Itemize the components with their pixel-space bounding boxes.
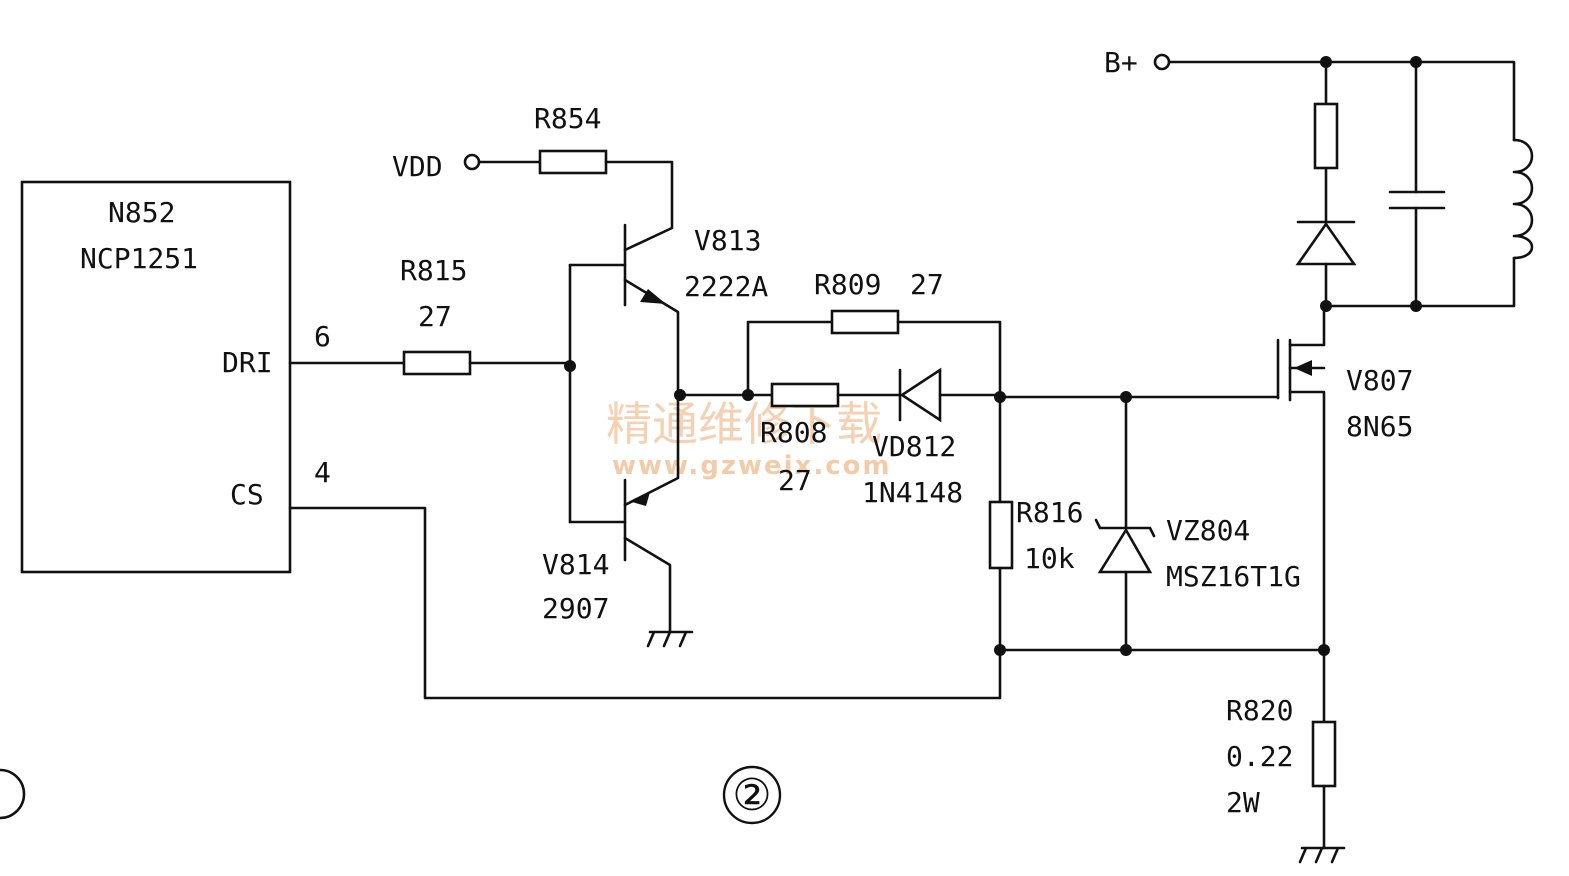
wire-drain-node xyxy=(1324,256,1516,308)
wire-r809-left xyxy=(746,320,834,397)
pin-dri-label: DRI xyxy=(222,346,273,379)
v807-part: 8N65 xyxy=(1346,410,1413,443)
resistor-r820 xyxy=(1311,720,1337,788)
wire-cs xyxy=(288,506,1002,700)
bplus-terminal xyxy=(1153,53,1171,71)
vd812-part: 1N4148 xyxy=(862,476,963,509)
r816-ref: R816 xyxy=(1016,496,1083,529)
r809-ref: R809 xyxy=(814,268,881,301)
r820-value: 0.22 xyxy=(1226,740,1293,773)
resistor-r815 xyxy=(402,350,472,376)
v813-emitter xyxy=(623,278,680,397)
pin-dri-number: 6 xyxy=(314,320,331,353)
r815-ref: R815 xyxy=(400,254,467,287)
junction-cap-bottom xyxy=(1410,300,1422,312)
resistor-r816 xyxy=(988,500,1014,570)
resistor-r809 xyxy=(830,309,900,335)
r809-value: 27 xyxy=(910,268,944,301)
watermark-text: 精通维修下载 xyxy=(606,397,882,451)
pin-cs-number: 4 xyxy=(314,456,331,489)
r816-value: 10k xyxy=(1024,542,1075,575)
v813-part: 2222A xyxy=(684,270,768,303)
v814-ref: V814 xyxy=(542,548,609,581)
junction-r816-bottom xyxy=(994,644,1006,656)
wire-bplus xyxy=(1167,60,1516,142)
ic-part: NCP1251 xyxy=(80,242,198,275)
v814-part: 2907 xyxy=(542,592,609,625)
junction-drain xyxy=(1320,300,1332,312)
r820-power: 2W xyxy=(1226,786,1260,819)
v813-ref: V813 xyxy=(694,224,761,257)
v807-source-lead xyxy=(1288,390,1326,652)
r808-ref: R808 xyxy=(760,416,827,449)
v807-arrow xyxy=(1294,360,1312,376)
vz804-bar xyxy=(1094,518,1156,538)
vz804-ref: VZ804 xyxy=(1166,514,1250,547)
pin-cs-label: CS xyxy=(230,478,264,511)
r854-ref: R854 xyxy=(534,102,601,135)
v813-emitter-arrow xyxy=(640,289,666,304)
ground-v814 xyxy=(646,630,694,648)
r808-value: 27 xyxy=(778,464,812,497)
wire-r809-right xyxy=(896,320,1002,397)
snubber-diode xyxy=(1295,221,1357,266)
vdd-terminal xyxy=(463,153,481,171)
v807-ref: V807 xyxy=(1346,364,1413,397)
transformer-winding xyxy=(1512,138,1534,260)
ic-ref: N852 xyxy=(108,196,175,229)
ground-r820 xyxy=(1298,846,1346,864)
ic-box xyxy=(20,180,292,574)
v807-drain-lead xyxy=(1288,304,1326,347)
partial-figure-circle xyxy=(0,768,26,820)
vd812-ref: VD812 xyxy=(872,430,956,463)
vz804-diode xyxy=(1097,527,1153,574)
r820-ref: R820 xyxy=(1226,694,1293,727)
watermark-url: www.gzweix.com xyxy=(612,451,892,481)
vdd-label: VDD xyxy=(392,150,443,183)
resistor-snubber xyxy=(1313,102,1339,170)
resistor-r808 xyxy=(770,382,840,408)
figure-number-circle xyxy=(722,765,782,825)
v814-emitter-arrow xyxy=(632,492,650,506)
r815-value: 27 xyxy=(418,300,452,333)
resistor-r854 xyxy=(538,149,608,175)
vd812-diode xyxy=(899,367,942,423)
vz804-part: MSZ16T1G xyxy=(1166,560,1301,593)
bplus-label: B+ xyxy=(1104,46,1138,79)
junction-zener-bottom xyxy=(1120,644,1132,656)
wire-v813-collector xyxy=(604,160,674,252)
v814-emitter xyxy=(623,393,680,507)
figure-number: ② xyxy=(732,770,771,821)
v814-collector xyxy=(623,536,672,634)
